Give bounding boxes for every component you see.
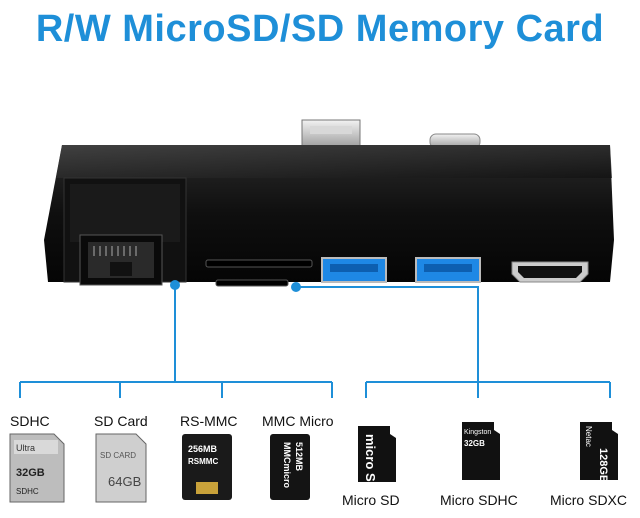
mmc-micro-type: MMCmicro bbox=[282, 442, 292, 489]
sdhc-card-brand: Ultra bbox=[16, 443, 35, 453]
connector-lines bbox=[19, 285, 611, 398]
micro-sd-card-image: micro SD bbox=[358, 426, 396, 486]
label-sd-card: SD Card bbox=[94, 413, 148, 429]
sd-card-capacity: 64GB bbox=[108, 474, 141, 489]
micro-sdxc-card-image: Netac 128GB bbox=[580, 422, 618, 483]
micro-sdhc-capacity: 32GB bbox=[464, 439, 485, 448]
sdhc-card-type: SDHC bbox=[16, 487, 39, 496]
micro-sdhc-brand: Kingston bbox=[464, 429, 491, 436]
ethernet-port bbox=[63, 177, 187, 286]
mmc-micro-capacity: 512MB bbox=[294, 442, 304, 472]
sd-card-brand: SD CARD bbox=[100, 451, 136, 460]
usb-port-1 bbox=[321, 257, 387, 283]
rs-mmc-type: RSMMC bbox=[188, 457, 218, 466]
sdhc-card-capacity: 32GB bbox=[16, 467, 45, 479]
sdhc-card-image: Ultra 32GB SDHC bbox=[9, 433, 65, 503]
rs-mmc-capacity: 256MB bbox=[188, 444, 218, 454]
sd-card-image: SD CARD 64GB bbox=[95, 433, 147, 503]
label-micro-sdxc: Micro SDXC bbox=[550, 492, 628, 508]
label-sdhc: SDHC bbox=[10, 413, 50, 429]
hdmi-port bbox=[511, 261, 589, 283]
label-micro-sd: Micro SD bbox=[342, 492, 400, 508]
sd-card-slot bbox=[205, 259, 313, 268]
connector-dot-right bbox=[291, 282, 301, 292]
page-title: R/W MicroSD/SD Memory Card bbox=[35, 8, 605, 50]
usb-port-2 bbox=[415, 257, 481, 283]
microsd-card-slot bbox=[215, 279, 289, 287]
micro-sdxc-capacity: 128GB bbox=[597, 448, 609, 483]
label-rs-mmc: RS-MMC bbox=[180, 413, 238, 429]
label-mmc-micro: MMC Micro bbox=[262, 413, 334, 429]
micro-sdxc-brand: Netac bbox=[584, 426, 593, 447]
label-micro-sdhc: Micro SDHC bbox=[440, 492, 518, 508]
micro-sdhc-card-image: Kingston 32GB bbox=[462, 422, 500, 480]
connector-dot-left bbox=[170, 280, 180, 290]
rs-mmc-card-image: 256MB RSMMC bbox=[182, 434, 232, 500]
mmc-micro-card-image: 512MB MMCmicro bbox=[270, 434, 310, 500]
micro-sd-logo: micro SD bbox=[363, 434, 378, 486]
usb-a-plug bbox=[301, 119, 361, 149]
